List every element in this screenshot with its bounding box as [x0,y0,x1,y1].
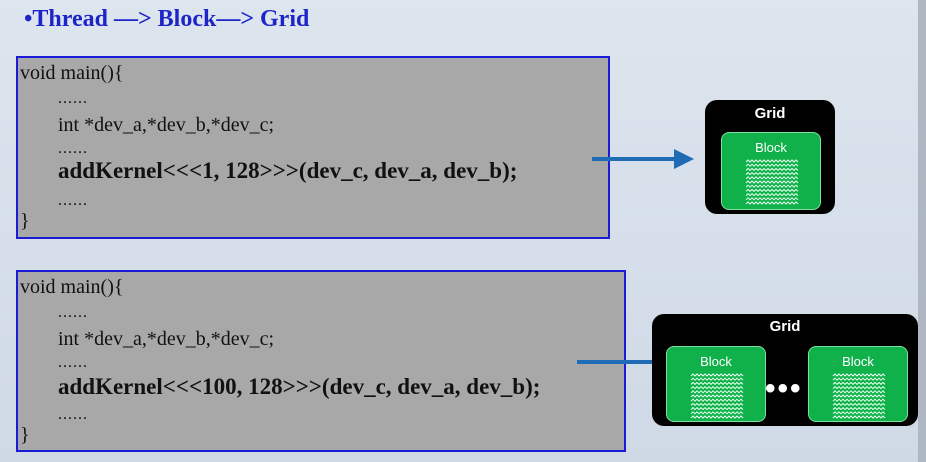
code-box-2: void main(){ ...... int *dev_a,*dev_b,*d… [16,270,626,452]
code-line: int *dev_a,*dev_b,*dev_c; [58,328,275,350]
code-line: void main(){ [20,276,124,298]
block-label: Block [842,354,874,369]
code-line: ...... [58,304,88,321]
grid-1: Grid Block [705,100,835,214]
block-first: Block [666,346,766,422]
code-box-1: void main(){ ...... int *dev_a,*dev_b,*d… [16,56,610,239]
slide-edge [918,0,926,462]
grid-label: Grid [769,318,801,335]
code-line: } [20,210,30,232]
code-line: } [20,424,30,446]
block-last: Block [808,346,908,422]
code-line: ...... [58,406,88,423]
thread-squiggles [690,373,744,419]
thread-squiggles [832,373,886,419]
code-line-kernel-call: addKernel<<<1, 128>>>(dev_c, dev_a, dev_… [58,158,518,183]
code-line: int *dev_a,*dev_b,*dev_c; [58,114,275,136]
slide-title: •Thread —> Block—> Grid [24,6,310,32]
block-label: Block [700,354,732,369]
code-line: void main(){ [20,62,124,84]
block-label: Block [755,140,787,155]
code-line: ...... [58,354,88,371]
code-line: ...... [58,140,88,157]
code-line-kernel-call: addKernel<<<100, 128>>>(dev_c, dev_a, de… [58,374,541,399]
grid-2: Grid Block ••• Block [652,314,918,426]
ellipsis: ••• [765,372,803,405]
thread-squiggles [745,159,799,205]
grid-label: Grid [754,105,786,122]
arrow-1 [592,149,694,169]
code-line: ...... [58,90,88,107]
code-line: ...... [58,192,88,209]
block-1: Block [721,132,821,210]
